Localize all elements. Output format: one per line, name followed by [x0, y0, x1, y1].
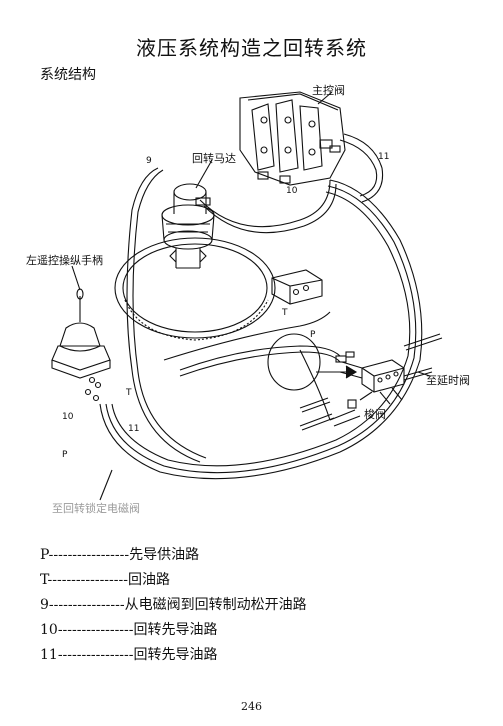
port-p-left: P [62, 450, 68, 460]
leader-swing-motor [195, 159, 213, 189]
port-11-left: 11 [128, 424, 140, 434]
left-joystick [51, 288, 111, 402]
swing-motor [161, 183, 215, 269]
hydraulic-hoses [99, 133, 423, 480]
main-control-valve [239, 91, 346, 186]
leader-main-valve [317, 91, 333, 105]
port-9-top: 9 [146, 156, 152, 166]
legend-line-11: 11----------------回转先导油路 [40, 647, 218, 663]
legend-line-t: T-----------------回油路 [40, 572, 170, 588]
label-shuttle-valve: 梭阀 [364, 408, 386, 421]
swing-ring [114, 237, 276, 341]
label-swing-motor: 回转马达 [192, 152, 236, 165]
leader-shuttle [359, 391, 373, 401]
page-number: 246 [241, 700, 262, 713]
leader-left-handle [71, 265, 81, 291]
port-11-top: 11 [378, 152, 390, 162]
label-main-valve: 主控阀 [312, 84, 345, 97]
detail-arrow-head [345, 365, 358, 379]
leader-solenoid [99, 469, 113, 501]
legend-line-9: 9----------------从电磁阀到回转制动松开油路 [40, 597, 307, 613]
legend-line-10: 10----------------回转先导油路 [40, 622, 218, 638]
leader-delay-valve [417, 371, 431, 377]
page-title: 液压系统构造之回转系统 [136, 36, 367, 60]
solenoid-block [271, 269, 323, 305]
section-subtitle: 系统结构 [40, 67, 96, 83]
label-delay-valve: 至延时阀 [426, 374, 470, 387]
fittings [299, 333, 443, 431]
port-10-left: 10 [62, 412, 74, 422]
port-t-mid: T [282, 308, 288, 318]
label-left-handle: 左遥控操纵手柄 [26, 254, 103, 267]
label-solenoid-valve: 至回转锁定电磁阀 [52, 502, 140, 515]
legend-line-p: P-----------------先导供油路 [40, 547, 200, 563]
detail-circle [267, 333, 321, 391]
port-t-left: T [126, 388, 132, 398]
port-p-mid: P [310, 330, 316, 340]
port-10-mid: 10 [286, 186, 298, 196]
